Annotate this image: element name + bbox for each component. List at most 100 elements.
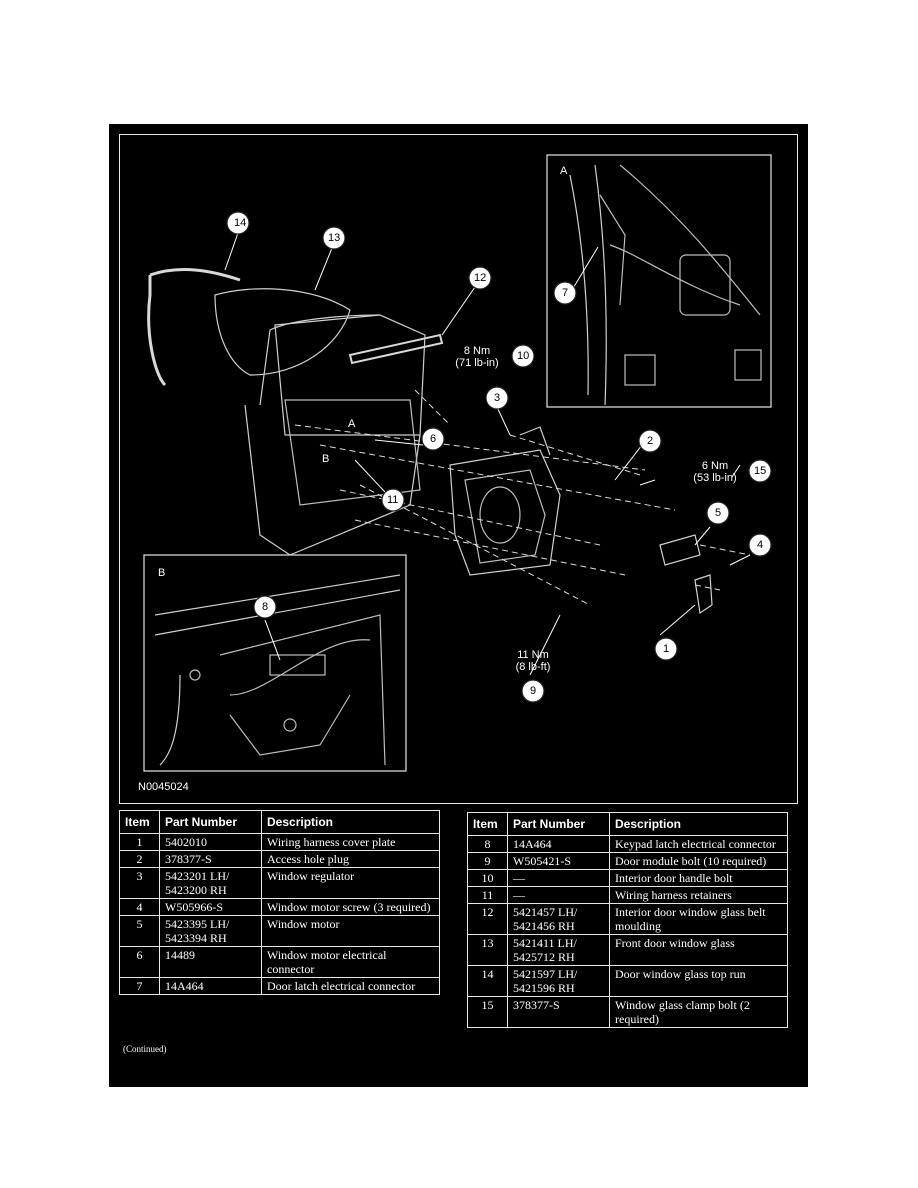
- part-number: 5402010: [159, 833, 262, 851]
- callout-3: 3: [494, 392, 501, 404]
- header-part-number: Part Number: [507, 812, 610, 836]
- description: Wiring harness cover plate: [261, 833, 440, 851]
- callout-circle-5: [706, 501, 730, 525]
- callout-circle-9: [521, 679, 545, 703]
- part-number: 5421411 LH/ 5425712 RH: [507, 934, 610, 966]
- description: Interior door window glass belt moulding: [609, 903, 788, 935]
- description: Front door window glass: [609, 934, 788, 966]
- inset-b-frame: [143, 554, 407, 772]
- callout-circle-8: [253, 595, 277, 619]
- callout-14: 14: [234, 217, 247, 229]
- part-number: 378377-S: [159, 850, 262, 868]
- diagram-art: [143, 154, 772, 772]
- continued-note: (Continued): [123, 1044, 167, 1054]
- description: Window motor electrical connector: [261, 946, 440, 978]
- item-number: 1: [119, 833, 160, 851]
- item-number: 15: [467, 996, 508, 1028]
- item-number: 5: [119, 915, 160, 947]
- part-number: 5423201 LH/ 5423200 RH: [159, 867, 262, 899]
- item-number: 13: [467, 934, 508, 966]
- item-number: 11: [467, 886, 508, 904]
- header-description: Description: [609, 812, 788, 836]
- part-number: 5423395 LH/ 5423394 RH: [159, 915, 262, 947]
- item-number: 3: [119, 867, 160, 899]
- callout-circle-2: [638, 429, 662, 453]
- item-number: 7: [119, 977, 160, 995]
- view-a-pointer-label: A: [348, 418, 356, 430]
- description: Window glass clamp bolt (2 required): [609, 996, 788, 1028]
- table-header-row: Item Part Number Description: [467, 812, 788, 836]
- description: Window regulator: [261, 867, 440, 899]
- callout-15: 15: [754, 465, 767, 477]
- callout-13: 13: [328, 232, 341, 244]
- part-number: W505966-S: [159, 898, 262, 916]
- part-number: 378377-S: [507, 996, 610, 1028]
- exploded-door-diagram: A B A B 8 Nm (71 lb-in) 6 Nm (53 lb-in) …: [119, 134, 798, 804]
- callout-12: 12: [474, 272, 487, 284]
- inset-a-label: A: [560, 165, 568, 177]
- inset-b-label: B: [158, 567, 166, 579]
- description: Door module bolt (10 required): [609, 852, 788, 870]
- part-number: W505421-S: [507, 852, 610, 870]
- callout-circle-1: [654, 637, 678, 661]
- header-item: Item: [467, 812, 508, 836]
- item-number: 9: [467, 852, 508, 870]
- item-number: 10: [467, 869, 508, 887]
- item-number: 4: [119, 898, 160, 916]
- torque-9-imperial: (8 lb-ft): [515, 661, 551, 673]
- callout-5: 5: [715, 507, 722, 519]
- callout-circle-15: [748, 459, 772, 483]
- torque-15-imperial: (53 lb-in): [693, 472, 737, 484]
- part-number: 14A464: [507, 835, 610, 853]
- callout-circle-10: [511, 344, 535, 368]
- header-description: Description: [261, 810, 440, 834]
- callout-circle-11: [381, 488, 405, 512]
- callout-circle-13: [322, 226, 346, 250]
- description: Door window glass top run: [609, 965, 788, 997]
- inset-a-frame: [546, 154, 772, 408]
- callout-7: 7: [562, 287, 569, 299]
- description: Window motor: [261, 915, 440, 947]
- part-number: 5421597 LH/ 5421596 RH: [507, 965, 610, 997]
- part-number: —: [507, 869, 610, 887]
- part-number: 14489: [159, 946, 262, 978]
- callout-circle-3: [485, 386, 509, 410]
- callout-circle-4: [748, 533, 772, 557]
- part-number: 14A464: [159, 977, 262, 995]
- callout-1: 1: [663, 643, 670, 655]
- callout-8: 8: [262, 601, 269, 613]
- callout-circle-6: [421, 427, 445, 451]
- description: Window motor screw (3 required): [261, 898, 440, 916]
- callout-11: 11: [387, 494, 399, 506]
- header-part-number: Part Number: [159, 810, 262, 834]
- part-number: 5421457 LH/ 5421456 RH: [507, 903, 610, 935]
- torque-15-nm: 6 Nm: [701, 460, 729, 472]
- torque-9-nm: 11 Nm: [517, 649, 549, 661]
- callout-6: 6: [430, 433, 437, 445]
- figure-code: N0045024: [138, 781, 189, 793]
- description: Access hole plug: [261, 850, 440, 868]
- callout-circle-14: [226, 211, 250, 235]
- callout-10: 10: [517, 350, 530, 362]
- item-number: 12: [467, 903, 508, 935]
- callout-4: 4: [757, 539, 764, 551]
- header-item: Item: [119, 810, 160, 834]
- view-b-pointer-label: B: [322, 453, 330, 465]
- document-page: A B A B 8 Nm (71 lb-in) 6 Nm (53 lb-in) …: [109, 124, 808, 1087]
- callout-2: 2: [647, 435, 654, 447]
- table-header-row: Item Part Number Description: [119, 810, 440, 834]
- item-number: 6: [119, 946, 160, 978]
- torque-10: 8 Nm (71 lb-in): [442, 345, 512, 369]
